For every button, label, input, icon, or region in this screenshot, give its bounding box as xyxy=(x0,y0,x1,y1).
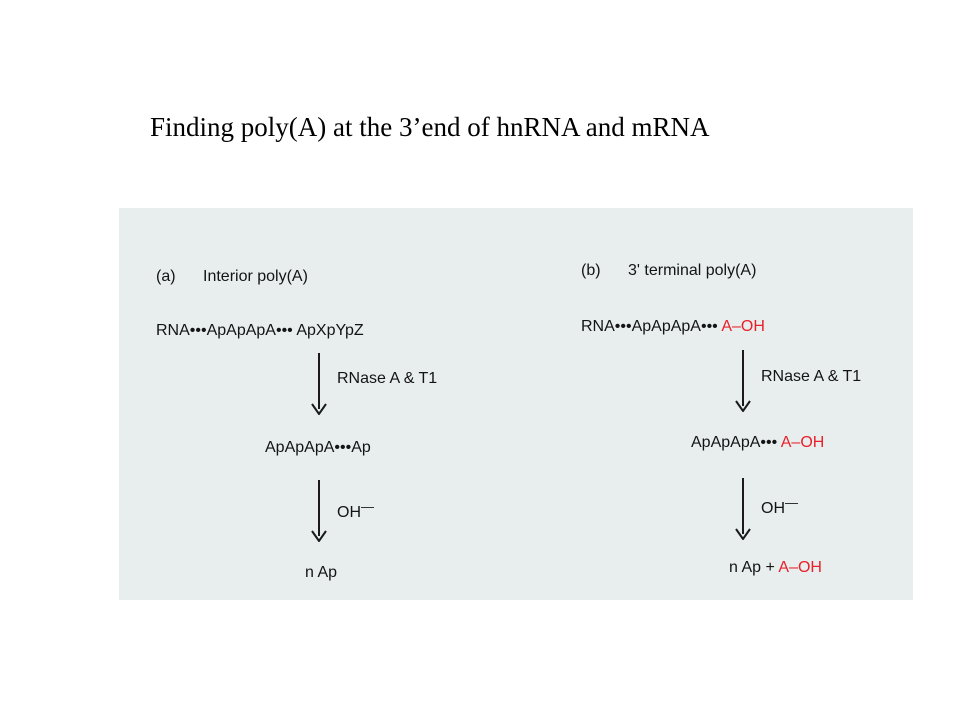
panel-b-substrate: RNA•••ApApApA••• A–OH xyxy=(581,317,765,337)
panel-a-step2-label: OH— xyxy=(337,497,374,523)
panel-b-hydroxide: OH xyxy=(761,500,785,517)
slide-title: Finding poly(A) at the 3’end of hnRNA an… xyxy=(150,112,710,142)
panel-a-product: n Ap xyxy=(305,564,338,581)
panel-b-product-a-oh: A–OH xyxy=(778,559,822,576)
panel-b-intermediate-chain: ApApApA••• xyxy=(691,434,781,451)
panel-b-arrow-down-2 xyxy=(735,478,751,540)
panel-a-arrow-down-1 xyxy=(311,353,327,415)
panel-a-step1-label: RNase A & T1 xyxy=(337,370,438,387)
panel-b-hydroxide-charge: — xyxy=(785,495,798,510)
panel-a-heading: Interior poly(A) xyxy=(203,268,308,285)
panel-b-step2-label: OH— xyxy=(761,493,798,519)
figure-panel: (a) Interior poly(A) RNA•••ApApApA••• Ap… xyxy=(119,208,913,600)
panel-b-arrow-down-1 xyxy=(735,350,751,412)
panel-a-hydroxide-charge: — xyxy=(361,499,374,514)
panel-b-product: n Ap + A–OH xyxy=(729,558,822,578)
panel-a-hydroxide: OH xyxy=(337,504,361,521)
panel-b-intermediate-terminal-a-oh: A–OH xyxy=(780,434,825,451)
panel-a-arrow-down-2 xyxy=(311,480,327,542)
panel-a-substrate: RNA•••ApApApA••• ApXpYpZ xyxy=(156,322,364,339)
panel-b-step1-label: RNase A & T1 xyxy=(761,368,862,385)
panel-b-product-n-ap: n Ap + xyxy=(729,559,779,576)
panel-a-tag: (a) xyxy=(156,268,176,285)
panel-a-intermediate: ApApApA•••Ap xyxy=(265,439,371,456)
panel-b-intermediate: ApApApA••• A–OH xyxy=(691,433,824,453)
panel-b-substrate-chain: RNA•••ApApApA••• xyxy=(581,318,722,335)
panel-b-heading: 3' terminal poly(A) xyxy=(628,262,757,279)
panel-b-substrate-terminal-a-oh: A–OH xyxy=(721,318,765,335)
panel-b-tag: (b) xyxy=(581,262,601,279)
